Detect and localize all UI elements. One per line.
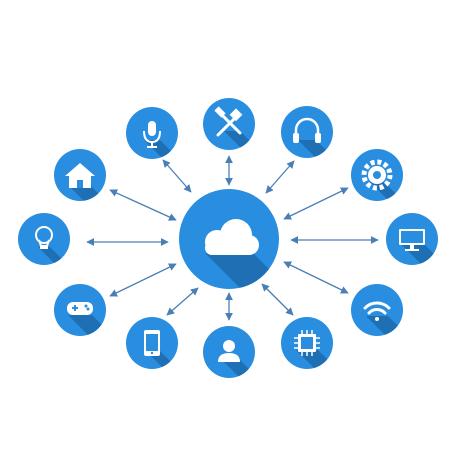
smartphone-icon bbox=[144, 330, 160, 356]
monitor-node bbox=[386, 213, 438, 265]
microphone-icon bbox=[143, 121, 161, 148]
home-node bbox=[54, 149, 106, 201]
gear-node bbox=[351, 149, 403, 201]
chip-node bbox=[281, 317, 333, 369]
connector-gear bbox=[283, 187, 349, 220]
cloud-icon bbox=[205, 219, 259, 255]
monitor-icon bbox=[399, 229, 425, 251]
tools-icon bbox=[214, 106, 243, 137]
connector-home bbox=[109, 189, 177, 221]
wifi-node bbox=[351, 284, 403, 336]
wifi-icon bbox=[363, 301, 391, 321]
gear-icon bbox=[361, 159, 393, 191]
user-icon bbox=[218, 340, 240, 362]
cloud-hub bbox=[179, 189, 279, 289]
user-node bbox=[203, 326, 255, 378]
connector-wifi bbox=[283, 261, 349, 294]
connector-chip bbox=[261, 283, 294, 316]
connectors bbox=[86, 155, 379, 321]
lightbulb-icon bbox=[35, 226, 53, 249]
gamepad-icon bbox=[67, 302, 93, 315]
home-icon bbox=[65, 163, 95, 188]
connector-headphones bbox=[265, 160, 295, 194]
microphone-node bbox=[126, 107, 178, 159]
connector-smartphone bbox=[166, 287, 199, 316]
lightbulb-node bbox=[18, 213, 70, 265]
chip-icon bbox=[294, 330, 320, 356]
smartphone-node bbox=[126, 317, 178, 369]
connector-gamepad bbox=[109, 263, 177, 297]
tools-node bbox=[203, 98, 255, 150]
connector-microphone bbox=[162, 159, 192, 193]
headphones-icon bbox=[293, 117, 321, 143]
